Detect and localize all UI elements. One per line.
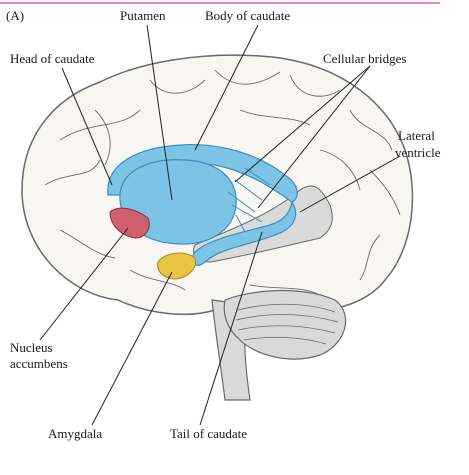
panel-letter: (A) xyxy=(6,8,24,23)
leader-amygdala xyxy=(91,271,173,426)
leader-head-of-caudate xyxy=(61,67,113,186)
label-cellular-bridges: Cellular bridges xyxy=(323,51,406,66)
leader-nucleus-accumbens xyxy=(39,227,129,341)
label-tail-of-caudate: Tail of caudate xyxy=(170,426,247,441)
label-head-of-caudate: Head of caudate xyxy=(10,51,95,66)
leader-cellular-bridges-a xyxy=(234,65,371,183)
label-lateral-ventricle-line2: ventricle xyxy=(395,145,441,160)
striatum xyxy=(107,143,298,280)
leader-tail-of-caudate xyxy=(199,231,263,426)
label-lateral-ventricle-line1: Lateral xyxy=(398,128,435,143)
labels: (A) Putamen Body of caudate Head of caud… xyxy=(6,8,441,441)
leader-lateral-ventricle xyxy=(299,155,401,213)
label-amygdala: Amygdala xyxy=(48,426,102,441)
leader-putamen xyxy=(146,24,173,201)
cellular-bridges xyxy=(227,167,271,233)
leader-cellular-bridges-b xyxy=(257,65,371,209)
nucleus-accumbens xyxy=(109,207,150,239)
label-putamen: Putamen xyxy=(120,8,166,23)
leader-body-of-caudate xyxy=(194,24,259,151)
label-nucleus-accumbens-line1: Nucleus xyxy=(10,340,53,355)
leader-lines xyxy=(39,24,401,426)
label-nucleus-accumbens-line2: accumbens xyxy=(10,356,68,371)
cerebellum xyxy=(223,289,347,360)
amygdala xyxy=(157,252,197,280)
label-body-of-caudate: Body of caudate xyxy=(205,8,290,23)
gyri-lines xyxy=(44,69,401,296)
